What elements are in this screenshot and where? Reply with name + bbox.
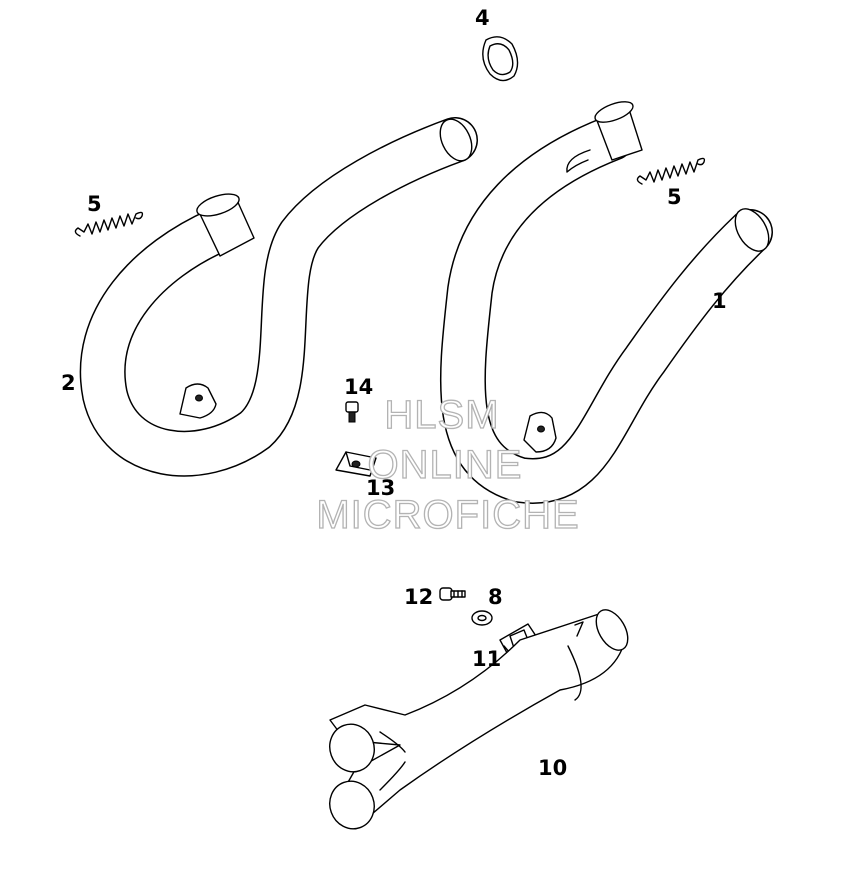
clip-nut-13 [335, 451, 377, 477]
header-pipe-left [79, 117, 478, 477]
part-number-4: 4 [475, 6, 490, 30]
part-labels: 4 5 5 1 2 14 13 12 8 11 10 [61, 6, 727, 780]
watermark-line2: ONLINE [368, 443, 523, 487]
bolt-14 [345, 401, 359, 423]
part-number-1: 1 [712, 289, 727, 313]
part-number-5-left: 5 [87, 192, 102, 216]
gasket [482, 36, 519, 82]
header-pipe-right [439, 101, 773, 504]
watermark-line1: HLSM [384, 393, 499, 437]
spring-left [74, 211, 144, 237]
part-number-14: 14 [344, 375, 373, 399]
part-number-13: 13 [366, 476, 395, 500]
part-number-12: 12 [404, 585, 433, 609]
spring-right [636, 157, 706, 185]
y-pipe-10 [329, 609, 629, 830]
bolt-12 [439, 587, 466, 601]
part-number-10: 10 [538, 756, 567, 780]
watermark-line3: MICROFICHE [316, 493, 579, 537]
washer-8 [471, 610, 493, 626]
part-number-2: 2 [61, 371, 76, 395]
part-number-11: 11 [472, 647, 501, 671]
part-number-5-right: 5 [667, 185, 682, 209]
part-number-8: 8 [488, 585, 503, 609]
watermark: HLSM ONLINE MICROFICHE [316, 392, 580, 537]
